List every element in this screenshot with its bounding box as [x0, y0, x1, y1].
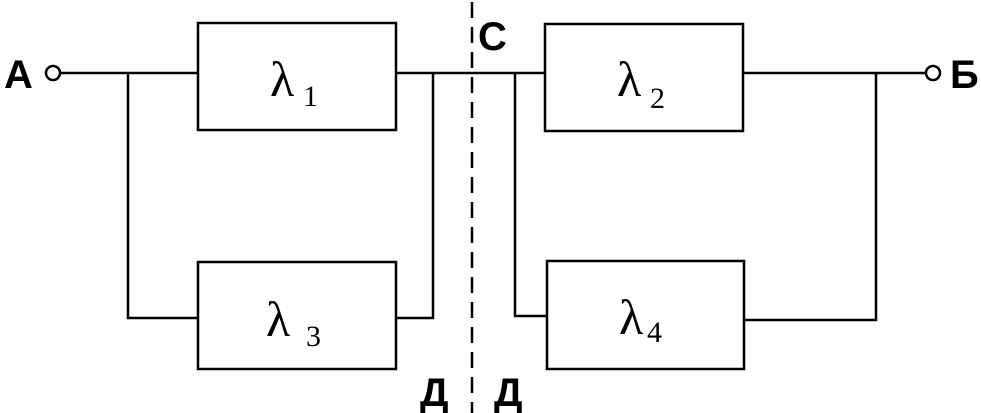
cut-label-bottom-left: Д	[420, 371, 449, 413]
wire-block-4-to-right-junction	[744, 73, 878, 322]
terminal-a-label: А	[4, 53, 33, 97]
block-1-index: 1	[303, 80, 318, 113]
wire-mid-to-block-4	[513, 73, 547, 318]
wire-block-3-to-mid	[396, 73, 435, 320]
terminal-b-circle	[924, 64, 942, 82]
cut-label-top: С	[478, 15, 507, 59]
block-1-frame	[196, 21, 398, 132]
block-4-index: 4	[647, 316, 662, 349]
terminal-a-circle	[44, 64, 62, 82]
terminal-b-label: Б	[950, 53, 979, 97]
block-2-symbol: λ	[617, 51, 641, 107]
block-3-frame	[196, 260, 398, 371]
block-1-symbol: λ	[270, 51, 294, 107]
block-2-index: 2	[650, 82, 665, 115]
block-1: λ 1	[196, 21, 398, 132]
block-4: λ 4	[545, 259, 746, 371]
block-3-symbol: λ	[266, 291, 290, 347]
block-3: λ 3	[196, 260, 398, 371]
block-4-frame	[545, 259, 746, 371]
block-2-frame	[543, 22, 745, 133]
cut-label-bottom-right: Д	[494, 371, 523, 413]
block-3-index: 3	[306, 320, 321, 353]
wire-left-branch-to-block-3	[126, 73, 198, 320]
block-2: λ 2	[543, 22, 745, 133]
wires	[60, 71, 926, 322]
block-4-symbol: λ	[619, 289, 643, 345]
